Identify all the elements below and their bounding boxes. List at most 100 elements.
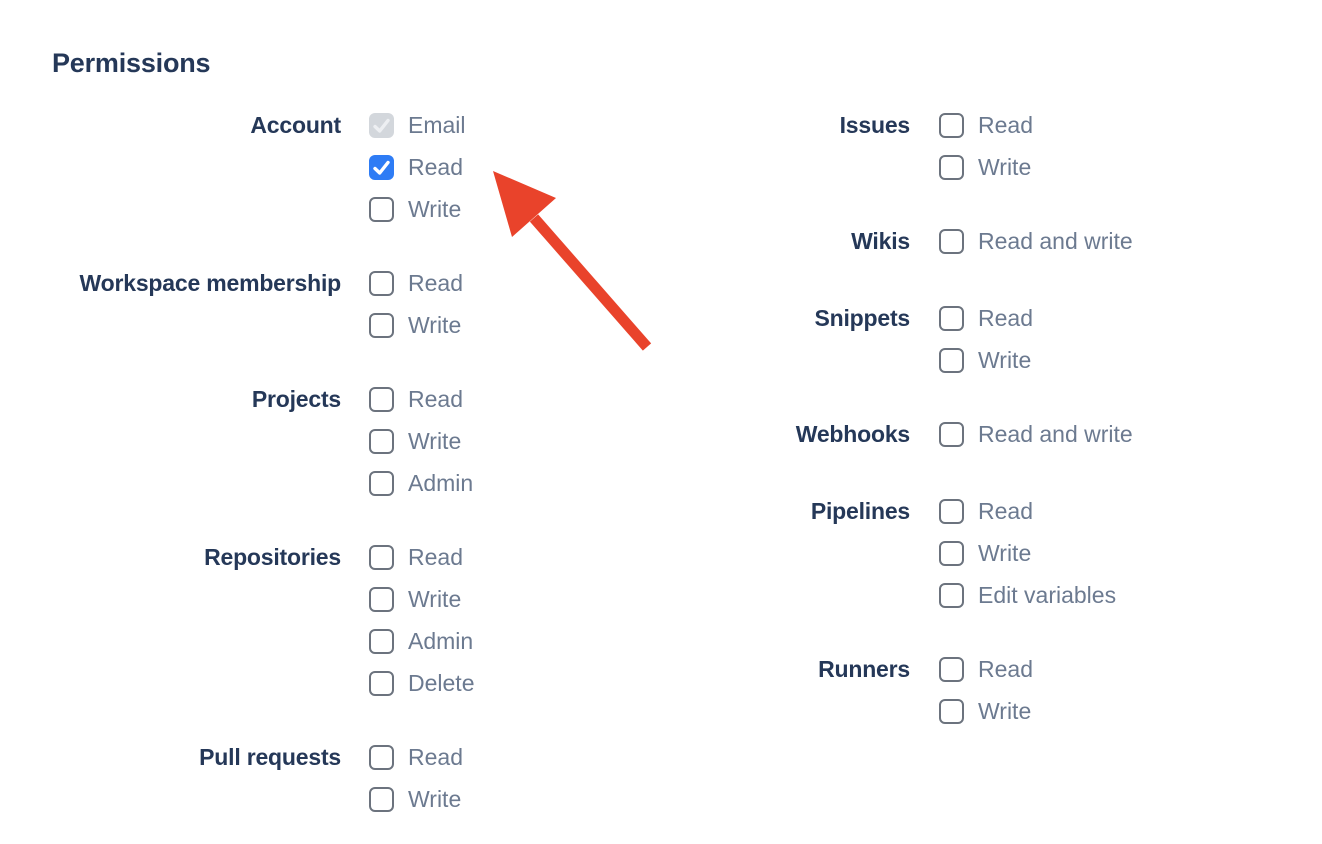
account-email-checkbox	[369, 113, 394, 138]
checkbox-label-read: Read	[978, 656, 1033, 682]
checkbox-row-snippets-write[interactable]: Write	[939, 348, 1033, 373]
checkbox-label-write: Write	[408, 586, 462, 612]
workspace-membership-write-checkbox[interactable]	[369, 313, 394, 338]
checkbox-label-write: Write	[408, 312, 462, 338]
checkbox-row-projects-read[interactable]: Read	[369, 387, 473, 412]
group-label-pull-requests: Pull requests	[199, 744, 341, 770]
pipelines-write-checkbox[interactable]	[939, 541, 964, 566]
checkbox-row-pipelines-read[interactable]: Read	[939, 499, 1116, 524]
checkbox-label-delete: Delete	[408, 670, 475, 696]
permission-group-webhooks: Webhooks Read and write	[660, 421, 1322, 450]
pull-requests-write-checkbox[interactable]	[369, 787, 394, 812]
pipelines-edit-variables-checkbox[interactable]	[939, 583, 964, 608]
checkbox-row-repositories-delete[interactable]: Delete	[369, 671, 474, 696]
checkbox-label-read: Read	[408, 744, 463, 770]
wikis-read-and-write-checkbox[interactable]	[939, 229, 964, 254]
group-label-account: Account	[250, 112, 341, 138]
checkbox-row-pull-requests-read[interactable]: Read	[369, 745, 463, 770]
checkbox-row-wikis-read-and-write[interactable]: Read and write	[939, 229, 1133, 254]
checkbox-label-read-and-write: Read and write	[978, 228, 1133, 254]
checkbox-label-read: Read	[408, 270, 463, 296]
webhooks-read-and-write-checkbox[interactable]	[939, 422, 964, 447]
checkbox-label-read: Read	[408, 544, 463, 570]
checkbox-row-account-write[interactable]: Write	[369, 197, 466, 222]
runners-read-checkbox[interactable]	[939, 657, 964, 682]
group-label-pipelines: Pipelines	[810, 498, 910, 524]
checkbox-row-workspace-membership-read[interactable]: Read	[369, 271, 463, 296]
repositories-delete-checkbox[interactable]	[369, 671, 394, 696]
group-label-webhooks: Webhooks	[795, 421, 910, 447]
workspace-membership-read-checkbox[interactable]	[369, 271, 394, 296]
pull-requests-read-checkbox[interactable]	[369, 745, 394, 770]
snippets-write-checkbox[interactable]	[939, 348, 964, 373]
checkbox-label-edit-variables: Edit variables	[978, 582, 1117, 608]
checkbox-row-issues-write[interactable]: Write	[939, 155, 1033, 180]
runners-write-checkbox[interactable]	[939, 699, 964, 724]
checkbox-label-read: Read	[408, 154, 463, 180]
group-label-projects: Projects	[251, 386, 341, 412]
checkbox-row-repositories-admin[interactable]: Admin	[369, 629, 474, 654]
repositories-read-checkbox[interactable]	[369, 545, 394, 570]
checkbox-row-account-read[interactable]: Read	[369, 155, 466, 180]
repositories-admin-checkbox[interactable]	[369, 629, 394, 654]
projects-read-checkbox[interactable]	[369, 387, 394, 412]
checkbox-label-admin: Admin	[408, 628, 474, 654]
checkbox-row-runners-read[interactable]: Read	[939, 657, 1033, 682]
checkbox-row-repositories-write[interactable]: Write	[369, 587, 474, 612]
checkbox-row-projects-write[interactable]: Write	[369, 429, 473, 454]
projects-admin-checkbox[interactable]	[369, 471, 394, 496]
checkbox-label-read: Read	[978, 112, 1033, 138]
checkbox-row-issues-read[interactable]: Read	[939, 113, 1033, 138]
checkbox-row-pipelines-write[interactable]: Write	[939, 541, 1116, 566]
group-label-snippets: Snippets	[814, 305, 910, 331]
checkbox-row-workspace-membership-write[interactable]: Write	[369, 313, 463, 338]
checkbox-label-write: Write	[408, 428, 462, 454]
group-label-issues: Issues	[839, 112, 911, 138]
checkbox-row-runners-write[interactable]: Write	[939, 699, 1033, 724]
checkbox-row-repositories-read[interactable]: Read	[369, 545, 474, 570]
checkbox-label-read: Read	[978, 498, 1033, 524]
issues-write-checkbox[interactable]	[939, 155, 964, 180]
account-read-checkbox[interactable]	[369, 155, 394, 180]
group-label-wikis: Wikis	[851, 228, 910, 254]
issues-read-checkbox[interactable]	[939, 113, 964, 138]
checkbox-label-write: Write	[408, 786, 462, 812]
group-label-workspace-membership: Workspace membership	[79, 270, 342, 296]
pipelines-read-checkbox[interactable]	[939, 499, 964, 524]
checkbox-row-account-email: Email	[369, 113, 466, 138]
options-list: Read and write	[939, 229, 1133, 257]
checkbox-label-read: Read	[978, 305, 1033, 331]
checkbox-label-email: Email	[408, 112, 466, 138]
checkbox-row-pull-requests-write[interactable]: Write	[369, 787, 463, 812]
snippets-read-checkbox[interactable]	[939, 306, 964, 331]
checkbox-label-read-and-write: Read and write	[978, 421, 1133, 447]
account-write-checkbox[interactable]	[369, 197, 394, 222]
page-title: Permissions	[52, 48, 211, 78]
checkbox-row-pipelines-edit-variables[interactable]: Edit variables	[939, 583, 1116, 608]
checkbox-row-snippets-read[interactable]: Read	[939, 306, 1033, 331]
options-list: Read and write	[939, 422, 1133, 450]
checkbox-row-webhooks-read-and-write[interactable]: Read and write	[939, 422, 1133, 447]
projects-write-checkbox[interactable]	[369, 429, 394, 454]
checkbox-row-projects-admin[interactable]: Admin	[369, 471, 473, 496]
permission-group-wikis: Wikis Read and write	[660, 228, 1322, 257]
checkbox-label-write: Write	[978, 154, 1032, 180]
repositories-write-checkbox[interactable]	[369, 587, 394, 612]
